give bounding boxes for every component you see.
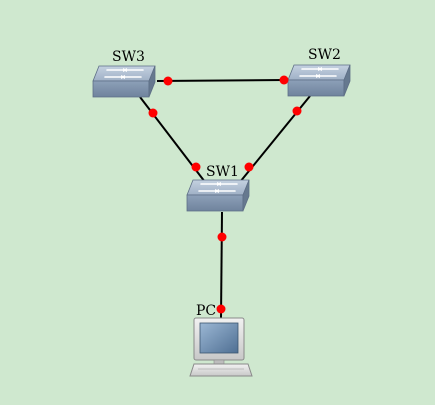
port-pc-to-sw1 — [216, 304, 226, 314]
pc-screen — [199, 322, 239, 354]
switch-icon — [186, 179, 250, 212]
ports-layer — [148, 75, 302, 314]
port-sw1-to-sw2 — [244, 162, 254, 172]
link-sw3-sw2[interactable] — [156, 79, 286, 82]
switch-sw1-label: SW1 — [206, 164, 239, 180]
pc-label: PC — [196, 303, 216, 319]
port-sw3-to-sw2 — [163, 76, 173, 86]
port-sw3-to-sw1 — [148, 108, 158, 118]
pc-keyboard — [189, 363, 253, 377]
switch-sw3[interactable] — [92, 65, 156, 98]
switch-sw2-label: SW2 — [308, 47, 341, 63]
pc-node[interactable] — [189, 317, 253, 377]
port-sw2-to-sw3 — [279, 75, 289, 85]
port-sw1-to-sw3 — [191, 162, 201, 172]
switch-icon — [92, 65, 156, 98]
port-sw1-to-pc — [217, 232, 227, 242]
link-sw1-pc[interactable] — [220, 211, 223, 319]
port-sw2-to-sw1 — [292, 106, 302, 116]
switch-sw3-label: SW3 — [112, 49, 145, 65]
switch-icon — [287, 64, 351, 97]
switch-sw1[interactable] — [186, 179, 250, 212]
switch-sw2[interactable] — [287, 64, 351, 97]
